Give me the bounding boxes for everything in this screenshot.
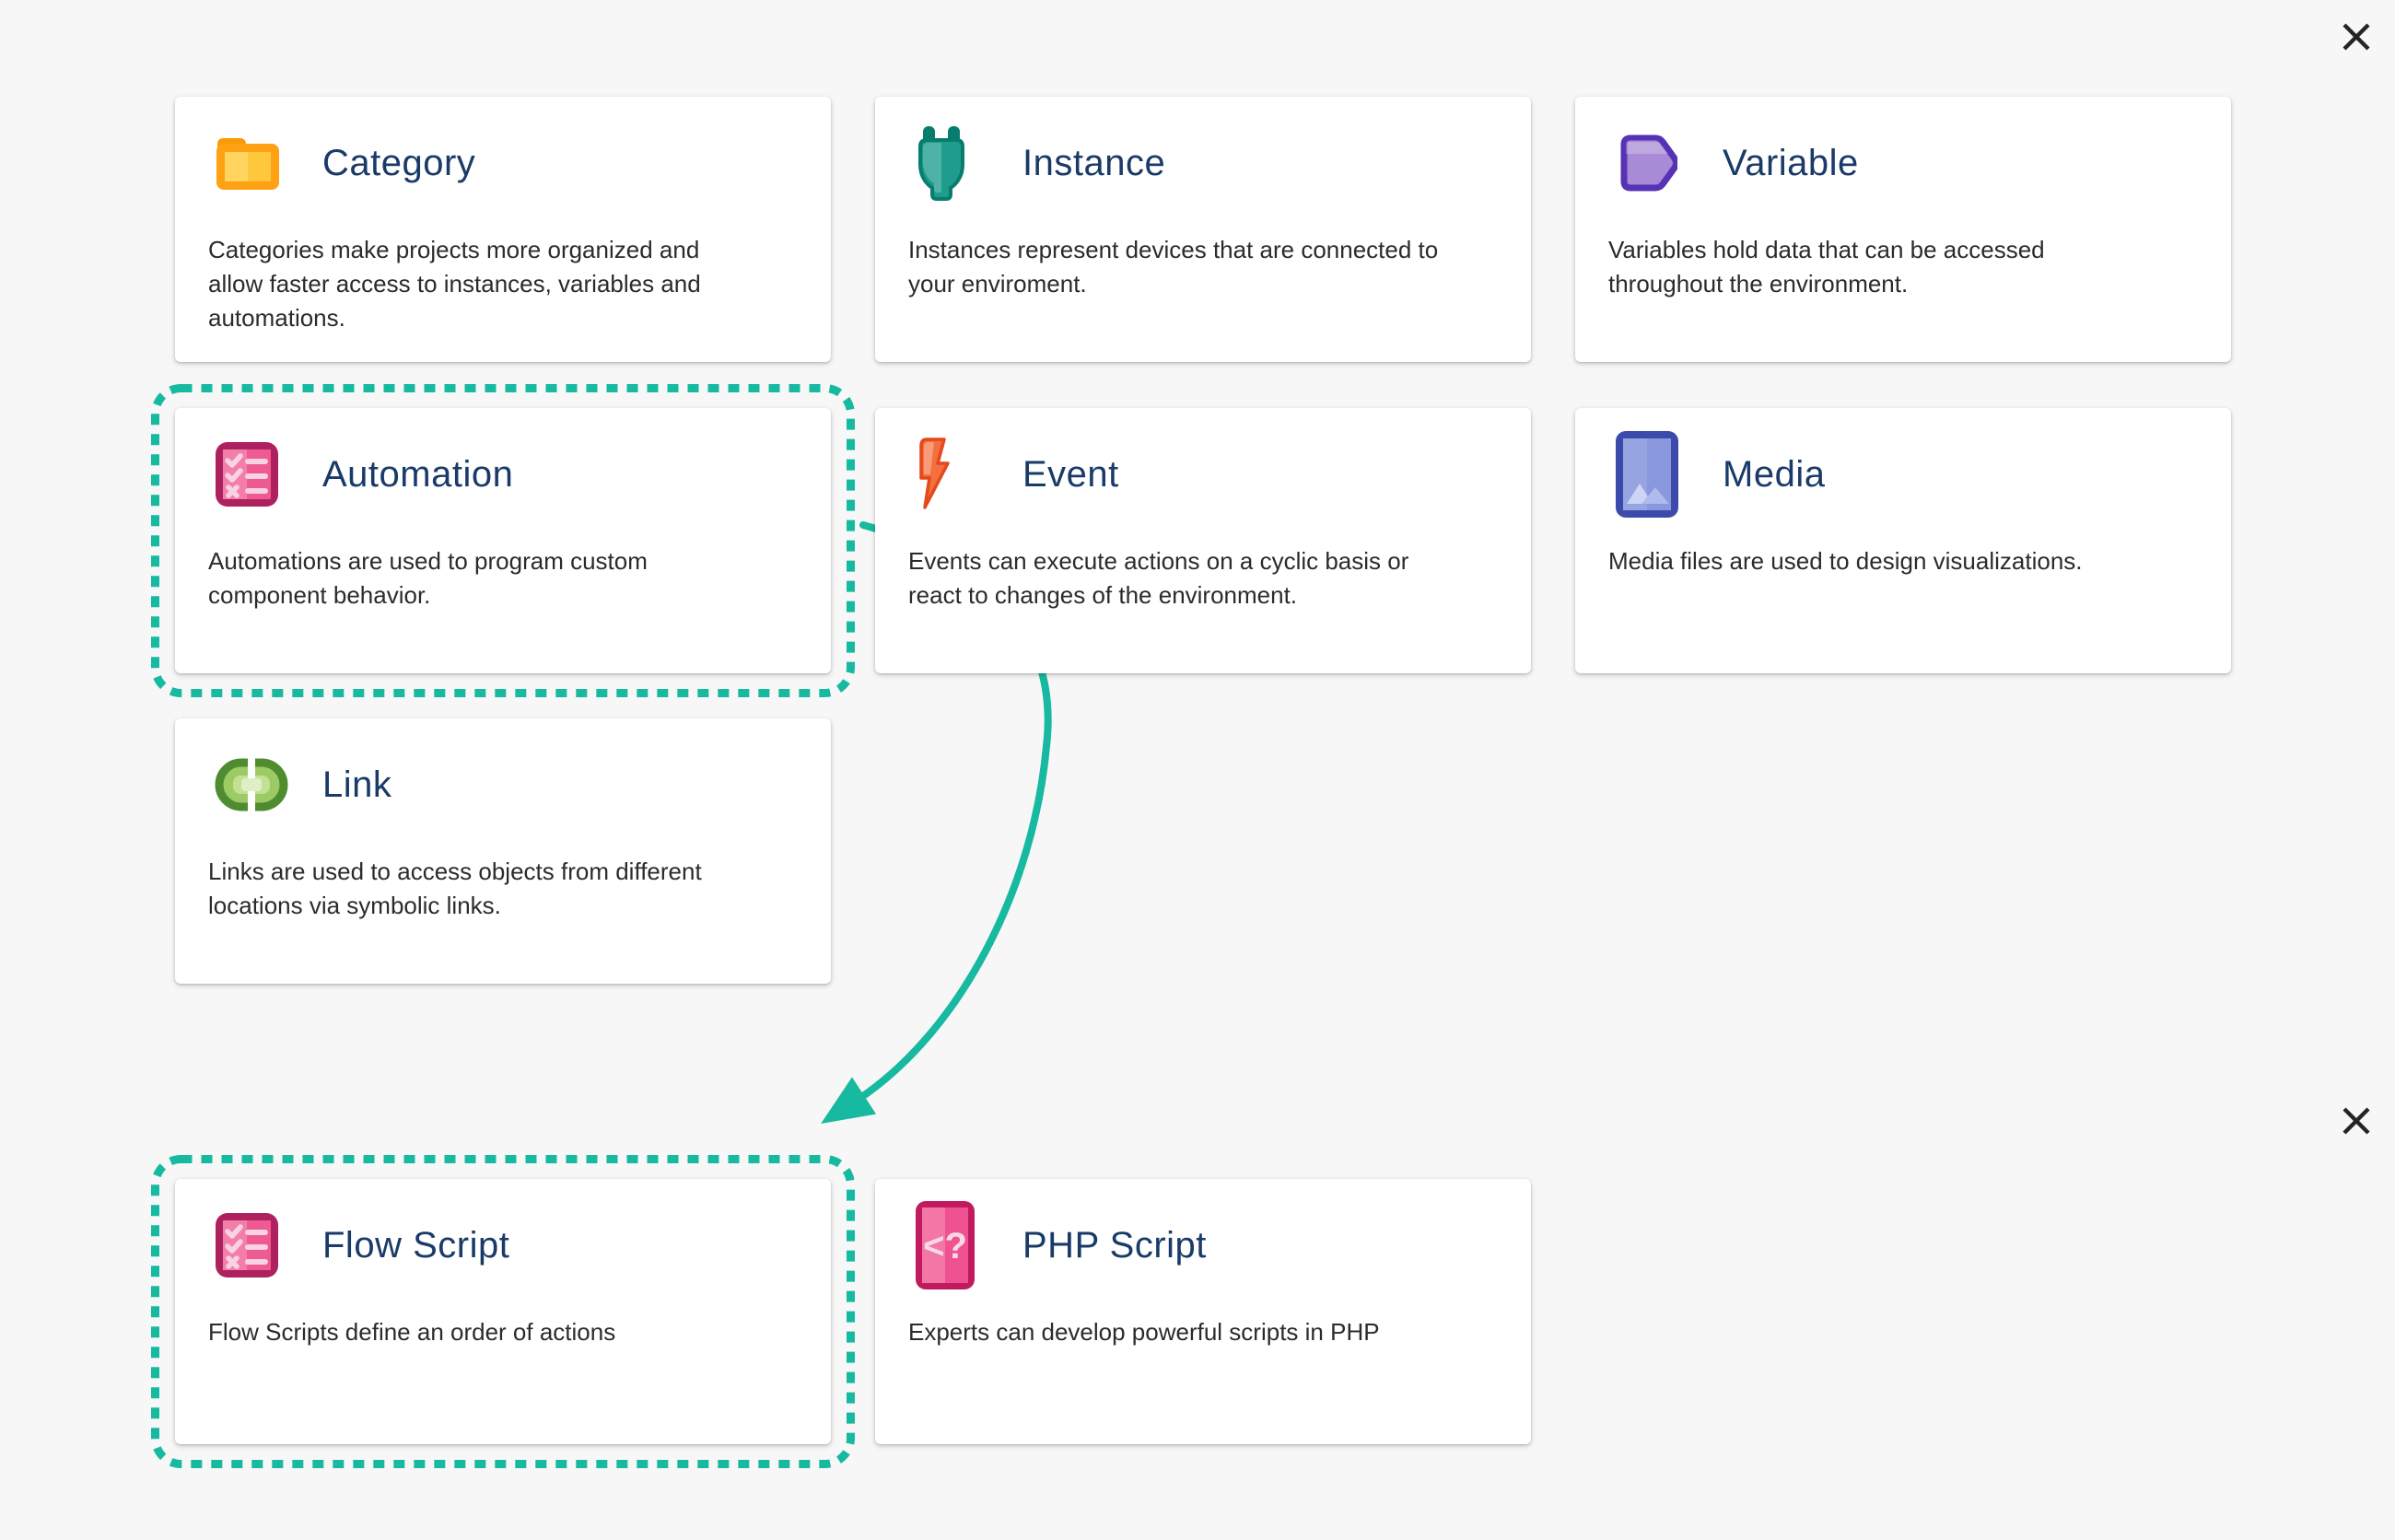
close-icon [2342,23,2370,51]
card-variable[interactable]: Variable Variables hold data that can be… [1575,97,2231,362]
svg-text:<?: <? [923,1226,967,1266]
plug-icon [918,126,964,201]
card-automation[interactable]: Automation Automations are used to progr… [175,408,831,673]
close-top-button[interactable] [2336,17,2377,57]
card-icon-box [915,438,1022,511]
card-event[interactable]: Event Events can execute actions on a cy… [875,408,1531,673]
link-icon [215,758,288,811]
card-title: Variable [1723,142,1859,183]
card-title: Media [1723,453,1826,495]
card-title: Flow Script [322,1224,510,1266]
card-title: PHP Script [1022,1224,1207,1266]
card-header: Instance [915,97,1513,229]
card-instance[interactable]: Instance Instances represent devices tha… [875,97,1531,362]
close-middle-button[interactable] [2336,1101,2377,1141]
card-title: Instance [1022,142,1166,183]
image-icon [1616,431,1678,518]
card-icon-box [1615,132,1723,194]
php-icon: <? [916,1201,975,1289]
card-icon-box [215,441,322,508]
close-icon [2342,1107,2370,1135]
card-description: Instances represent devices that are con… [908,236,1439,298]
card-header: Variable [1615,97,2213,229]
card-flow-script[interactable]: Flow Script Flow Scripts define an order… [175,1179,831,1444]
folder-icon [216,138,279,190]
card-description: Experts can develop powerful scripts in … [908,1318,1380,1346]
card-link[interactable]: Link Links are used to access objects fr… [175,718,831,984]
card-description: Categories make projects more organized … [208,236,701,332]
card-header: Automation [215,408,812,541]
card-header: Flow Script [215,1179,812,1312]
lightning-icon [919,438,950,509]
card-icon-box [215,1212,322,1278]
card-description: Flow Scripts define an order of actions [208,1318,616,1346]
card-icon-box [915,125,1022,201]
card-title: Automation [322,453,514,495]
card-category[interactable]: Category Categories make projects more o… [175,97,831,362]
card-header: Category [215,97,812,229]
card-header: Link [215,718,812,851]
card-php-script[interactable]: <? PHP Script Experts can develop powerf… [875,1179,1531,1444]
checklist-icon [216,1213,278,1278]
card-title: Category [322,142,476,183]
card-description: Events can execute actions on a cyclic b… [908,547,1409,609]
card-icon-box [215,758,322,811]
checklist-icon [216,442,278,507]
card-header: <? PHP Script [915,1179,1513,1312]
card-description: Variables hold data that can be accessed… [1608,236,2045,298]
card-description: Media files are used to design visualiza… [1608,547,2083,575]
card-icon-box [1615,430,1723,519]
card-title: Event [1022,453,1119,495]
card-icon-box: <? [915,1200,1022,1290]
card-header: Event [915,408,1513,541]
tag-icon [1620,134,1677,192]
card-media[interactable]: Media Media files are used to design vis… [1575,408,2231,673]
card-title: Link [322,764,392,805]
card-description: Links are used to access objects from di… [208,858,702,919]
card-description: Automations are used to program custom c… [208,547,648,609]
card-header: Media [1615,408,2213,541]
card-icon-box [215,135,322,191]
